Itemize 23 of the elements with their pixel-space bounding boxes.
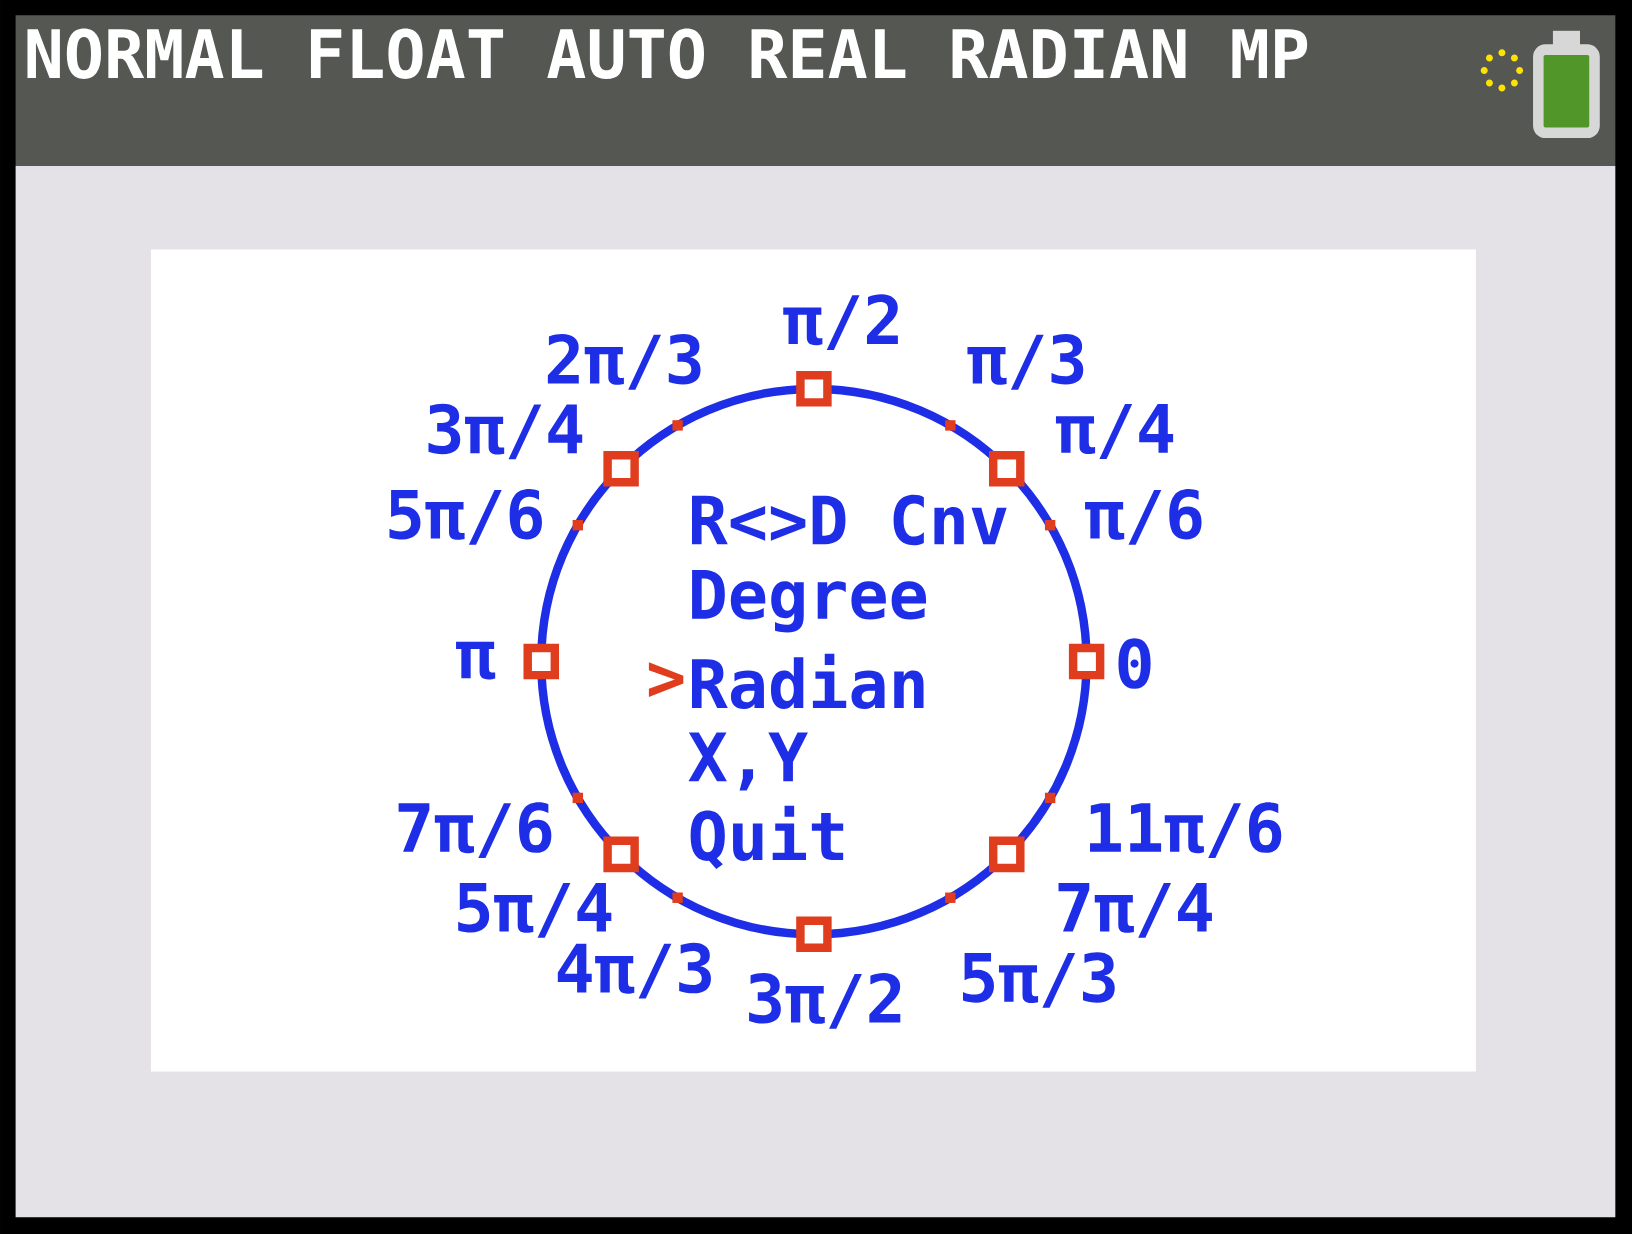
menu-item: Radian [692, 653, 924, 709]
angle-label: 5π/3 [963, 952, 1115, 1008]
angle-label: 4π/3 [557, 942, 711, 999]
menu-cursor: > [648, 662, 684, 697]
angle-label: 7π/4 [1058, 882, 1212, 938]
angle-label: π/3 [967, 333, 1084, 390]
menu-item: X,Y [688, 732, 808, 791]
menu-item: Quit [690, 805, 844, 870]
angle-label: 3π/4 [428, 403, 583, 460]
angle-label: 5π/6 [389, 489, 542, 545]
angle-label: 3π/2 [749, 973, 901, 1029]
angle-label: π/2 [783, 294, 898, 351]
menu-item: R<>D Cnv [692, 494, 1007, 546]
angle-label: π [456, 641, 496, 680]
angle-label: π/6 [1085, 489, 1202, 545]
angle-label: 11π/6 [1090, 802, 1282, 859]
angle-label: 5π/4 [458, 882, 612, 938]
angle-label: 2π/3 [547, 333, 701, 390]
menu-item: Degree [692, 569, 927, 633]
angle-label: π/4 [1055, 404, 1174, 459]
angle-label: 0 [1118, 638, 1151, 689]
angle-label: 7π/6 [398, 802, 552, 859]
status-text: NORMAL FLOAT AUTO REAL RADIAN MP [27, 28, 1308, 79]
